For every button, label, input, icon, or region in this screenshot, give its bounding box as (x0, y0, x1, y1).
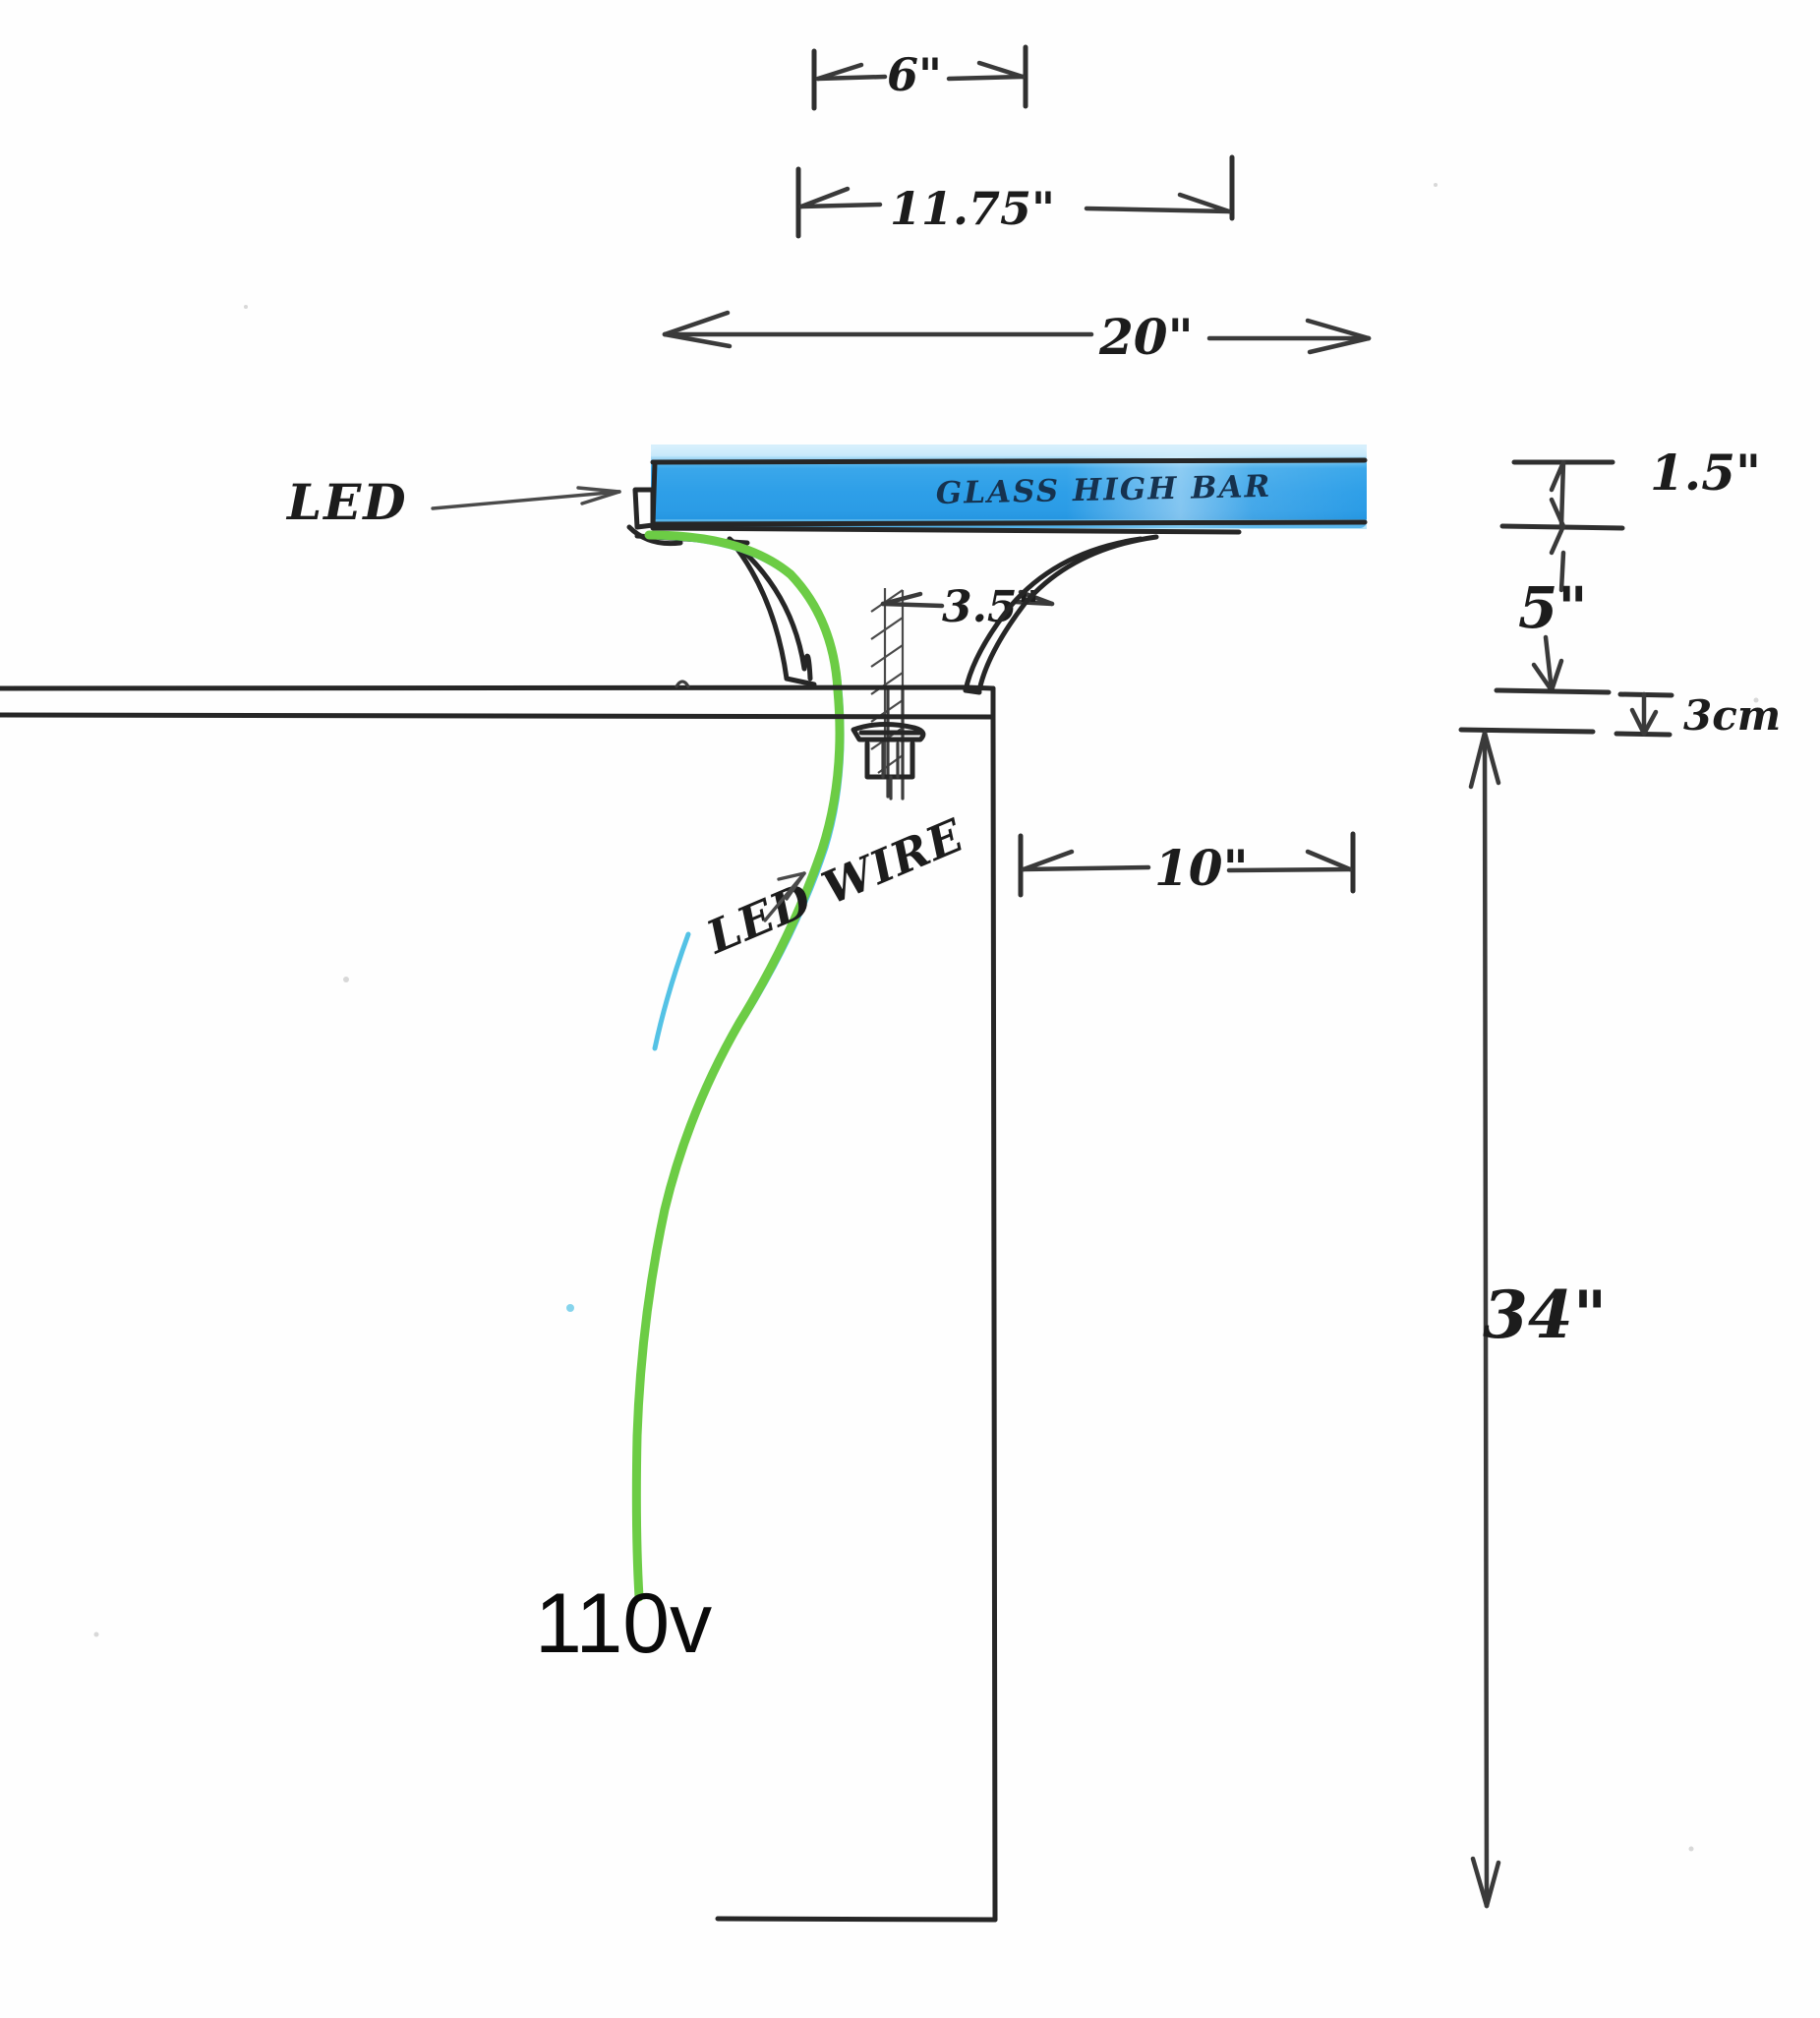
dimension-three-cm: 3cm (1614, 691, 1781, 740)
glass-high-bar: GLASS HIGH BAR (650, 445, 1368, 529)
one-point-five-label: 1.5" (1650, 444, 1761, 502)
cabinet-face (715, 714, 998, 1923)
dimension-twenty-inch: 20" (662, 308, 1372, 366)
curved-corbel (963, 534, 1159, 695)
led-callout-label: LED (285, 473, 408, 531)
led-callout: LED (285, 473, 621, 531)
five-inch-label: 5" (1518, 574, 1588, 641)
led-strip (626, 487, 683, 547)
paper-specks (93, 183, 1759, 1852)
led-wire-label: LED WIRE (697, 808, 971, 965)
three-cm-label: 3cm (1683, 691, 1781, 740)
dimension-one-point-five: 1.5" (1499, 444, 1761, 593)
glass-high-bar-text: GLASS HIGH BAR (935, 469, 1271, 511)
led-wire (566, 530, 845, 1602)
dimension-eleven-seventy-five: 11.75" (795, 154, 1235, 239)
ten-inch-label: 10" (1154, 839, 1249, 897)
dimension-five-inch: 5" (1494, 574, 1612, 695)
thirty-four-inch-label: 34" (1483, 1276, 1607, 1353)
left-curved-support (727, 536, 817, 687)
mounting-bracket: 3.5" (851, 582, 1055, 801)
counter-top (0, 680, 996, 720)
six-inch-label: 6" (887, 48, 942, 101)
led-wire-callout: LED WIRE (697, 808, 971, 965)
dimension-thirty-four-inch: 34" (1458, 727, 1607, 1909)
dimension-ten-inch: 10" (1018, 831, 1356, 898)
twenty-inch-label: 20" (1098, 308, 1194, 366)
dimension-six-inch: 6" (811, 44, 1028, 111)
eleven-seventy-five-label: 11.75" (890, 182, 1055, 235)
voltage-label: 110v (535, 1576, 712, 1671)
